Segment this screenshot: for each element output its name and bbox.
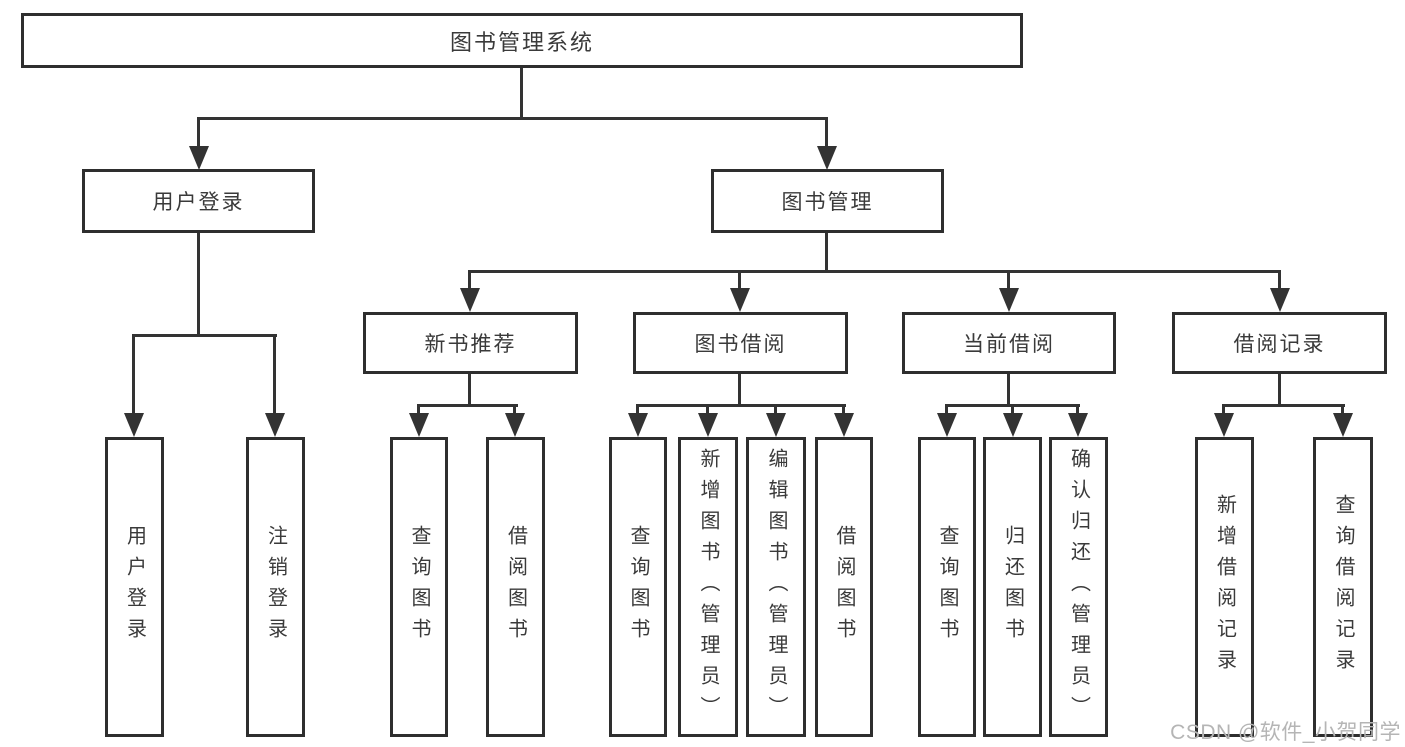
connector-book-borrowing-stem bbox=[738, 374, 741, 407]
connector-stem-query-record bbox=[1341, 404, 1344, 416]
connector-stem-borrow-books bbox=[842, 404, 845, 416]
arrowhead-query-recommend bbox=[409, 413, 429, 437]
arrowhead-borrow-books bbox=[834, 413, 854, 437]
connector-stem-add-books bbox=[706, 404, 709, 416]
arrowhead-borrowing-records bbox=[1270, 288, 1290, 312]
connector-l3-hline bbox=[468, 270, 1281, 273]
connector-stem-leaf-user-login bbox=[132, 334, 135, 416]
leaf-confirm-return-admin: 确认归还（管理员） bbox=[1049, 437, 1108, 737]
connector-stem-current-borrowing bbox=[1007, 270, 1010, 292]
connector-user-login-stem bbox=[197, 233, 200, 336]
node-user-login: 用户登录 bbox=[82, 169, 315, 233]
arrowhead-book-borrowing bbox=[730, 288, 750, 312]
leaf-add-borrowing-record: 新增借阅记录 bbox=[1195, 437, 1254, 737]
arrowhead-new-book bbox=[460, 288, 480, 312]
node-new-book-recommendation: 新书推荐 bbox=[363, 312, 578, 374]
connector-stem-book-management bbox=[825, 117, 828, 149]
arrowhead-book-management bbox=[817, 146, 837, 170]
arrowhead-query-record bbox=[1333, 413, 1353, 437]
connector-stem-borrowing-records bbox=[1278, 270, 1281, 292]
leaf-edit-books-admin: 编辑图书（管理员） bbox=[746, 437, 806, 737]
arrowhead-add-books bbox=[698, 413, 718, 437]
connector-stem-borrow-recommend bbox=[513, 404, 516, 416]
connector-stem-new-book bbox=[468, 270, 471, 292]
arrowhead-confirm-return bbox=[1068, 413, 1088, 437]
arrowhead-borrow-recommend bbox=[505, 413, 525, 437]
arrowhead-add-record bbox=[1214, 413, 1234, 437]
leaf-return-books: 归还图书 bbox=[983, 437, 1042, 737]
node-current-borrowing: 当前借阅 bbox=[902, 312, 1116, 374]
arrowhead-query-current bbox=[937, 413, 957, 437]
leaf-add-books-admin: 新增图书（管理员） bbox=[678, 437, 738, 737]
node-book-borrowing: 图书借阅 bbox=[633, 312, 848, 374]
connector-user-login-hline bbox=[132, 334, 277, 337]
arrowhead-query-borrowing bbox=[628, 413, 648, 437]
connector-new-book-stem bbox=[468, 374, 471, 407]
connector-book-borrowing-hline bbox=[636, 404, 846, 407]
connector-stem-add-record bbox=[1222, 404, 1225, 416]
leaf-user-login: 用户登录 bbox=[105, 437, 164, 737]
arrowhead-current-borrowing bbox=[999, 288, 1019, 312]
connector-stem-leaf-logout bbox=[273, 334, 276, 416]
connector-stem-query-current bbox=[945, 404, 948, 416]
connector-stem-query-borrowing bbox=[636, 404, 639, 416]
arrowhead-leaf-user-login bbox=[124, 413, 144, 437]
leaf-logout: 注销登录 bbox=[246, 437, 305, 737]
leaf-query-borrowing-record: 查询借阅记录 bbox=[1313, 437, 1373, 737]
node-borrowing-records: 借阅记录 bbox=[1172, 312, 1387, 374]
connector-stem-return-books bbox=[1011, 404, 1014, 416]
watermark: CSDN @软件_小贺同学 bbox=[1170, 721, 1401, 744]
connector-stem-confirm-return bbox=[1076, 404, 1079, 416]
leaf-query-books-recommend: 查询图书 bbox=[390, 437, 448, 737]
connector-stem-query-recommend bbox=[417, 404, 420, 416]
arrowhead-return-books bbox=[1003, 413, 1023, 437]
node-book-management: 图书管理 bbox=[711, 169, 944, 233]
connector-stem-book-borrowing bbox=[738, 270, 741, 292]
arrowhead-leaf-logout bbox=[265, 413, 285, 437]
leaf-query-books-current: 查询图书 bbox=[918, 437, 976, 737]
connector-stem-edit-books bbox=[774, 404, 777, 416]
leaf-borrow-books: 借阅图书 bbox=[815, 437, 873, 737]
connector-l1-hline bbox=[197, 117, 828, 120]
connector-borrowing-records-stem bbox=[1278, 374, 1281, 407]
leaf-query-books-borrowing: 查询图书 bbox=[609, 437, 667, 737]
connector-book-management-stem bbox=[825, 233, 828, 273]
connector-new-book-hline bbox=[417, 404, 518, 407]
arrowhead-edit-books bbox=[766, 413, 786, 437]
connector-stem-user-login bbox=[197, 117, 200, 149]
node-library-management-system: 图书管理系统 bbox=[21, 13, 1023, 68]
connector-borrowing-records-hline bbox=[1222, 404, 1345, 407]
arrowhead-user-login bbox=[189, 146, 209, 170]
connector-root-stem bbox=[520, 68, 523, 118]
connector-current-borrowing-stem bbox=[1007, 374, 1010, 407]
leaf-borrow-books-recommend: 借阅图书 bbox=[486, 437, 545, 737]
